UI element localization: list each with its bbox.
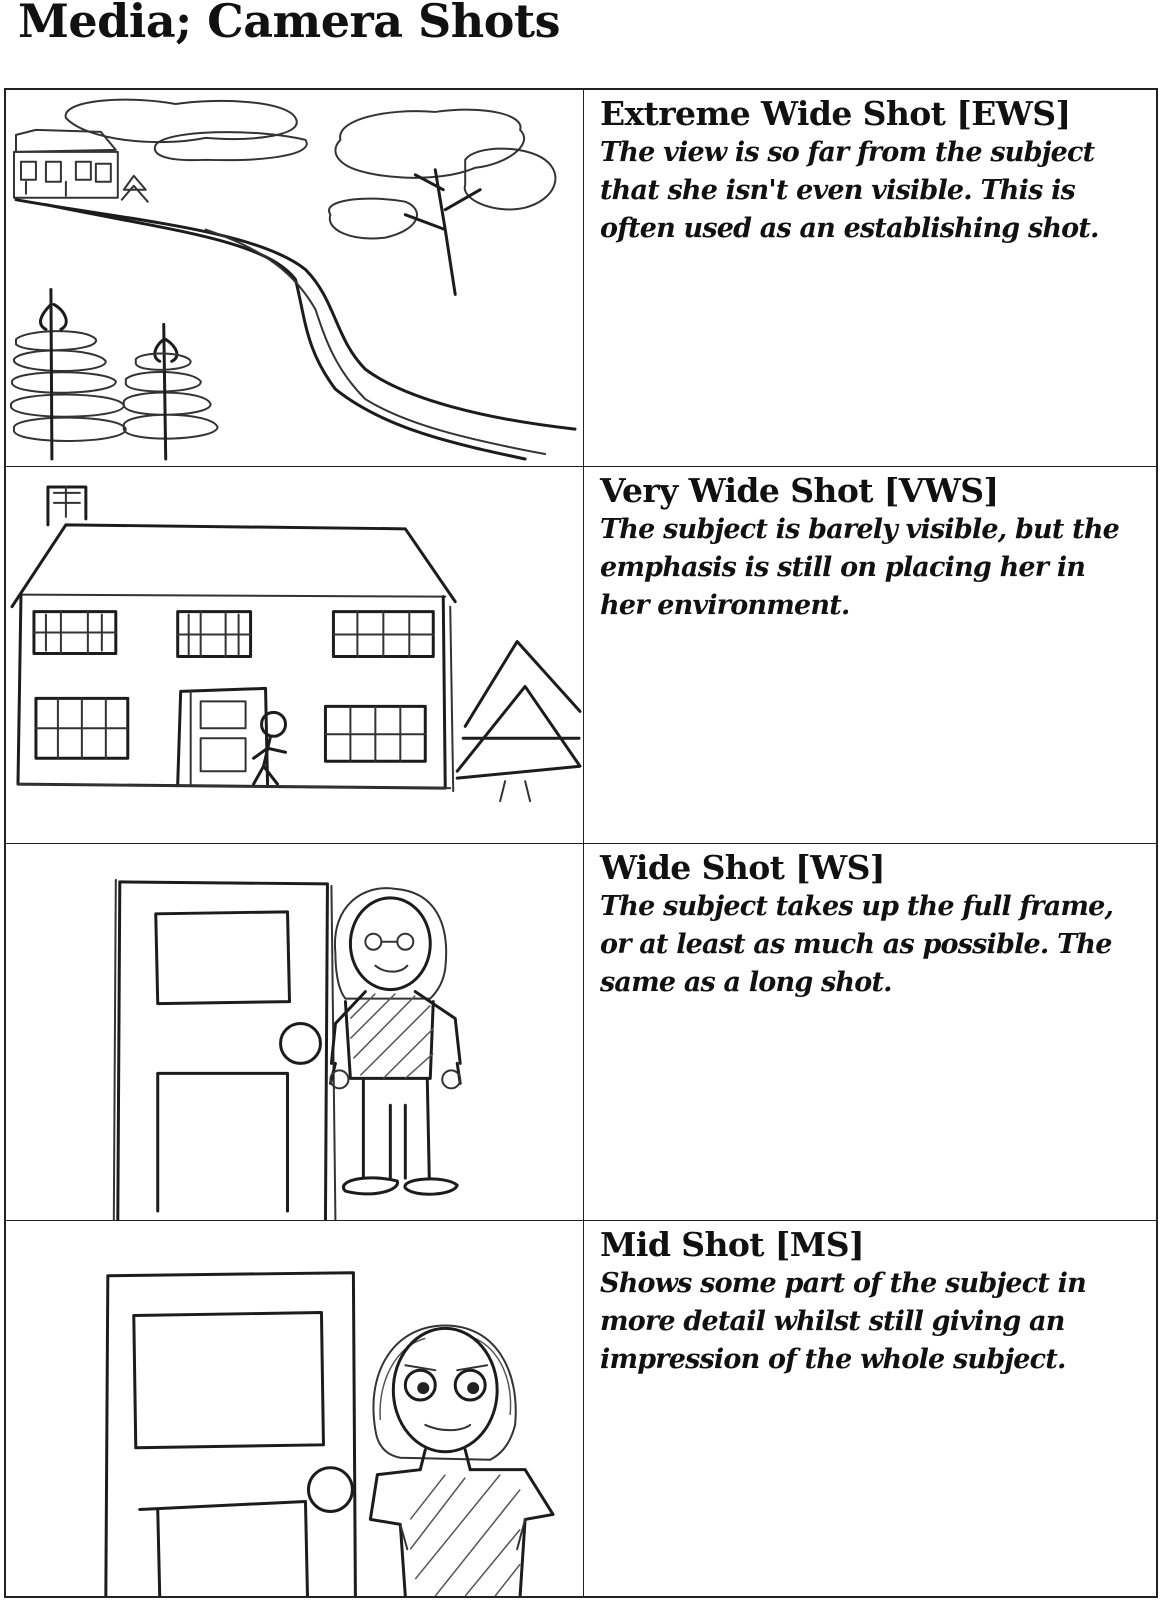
shot-text-ews: Extreme Wide Shot [EWS] The view is so f… [584,90,1156,467]
shot-description: The subject takes up the full frame, or … [600,891,1114,998]
shot-title: Mid Shot [MS] [600,1225,865,1264]
shot-description: The view is so far from the subject that… [600,137,1099,244]
shot-description: The subject is barely visible, but the e… [600,514,1120,621]
landscape-sketch-icon [9,98,577,461]
shot-text-ws: Wide Shot [WS] The subject takes up the … [584,844,1156,1221]
shot-title: Wide Shot [WS] [600,848,885,887]
shot-illustration-ms [6,1221,584,1596]
house-sketch-icon [10,485,582,803]
camera-shots-table: Extreme Wide Shot [EWS] The view is so f… [4,88,1158,1598]
shot-illustration-vws [6,467,584,844]
page-title: Media; Camera Shots [18,0,561,48]
shot-text-vws: Very Wide Shot [VWS] The subject is bare… [584,467,1156,844]
shot-title: Extreme Wide Shot [EWS] [600,94,1071,133]
shot-description: Shows some part of the subject in more d… [600,1268,1087,1375]
mid-figure-sketch-icon [104,1271,555,1596]
shot-illustration-ws [6,844,584,1221]
shot-text-ms: Mid Shot [MS] Shows some part of the sub… [584,1221,1156,1596]
full-figure-sketch-icon [112,878,462,1220]
shot-title: Very Wide Shot [VWS] [600,471,999,510]
shot-illustration-ews [6,90,584,467]
